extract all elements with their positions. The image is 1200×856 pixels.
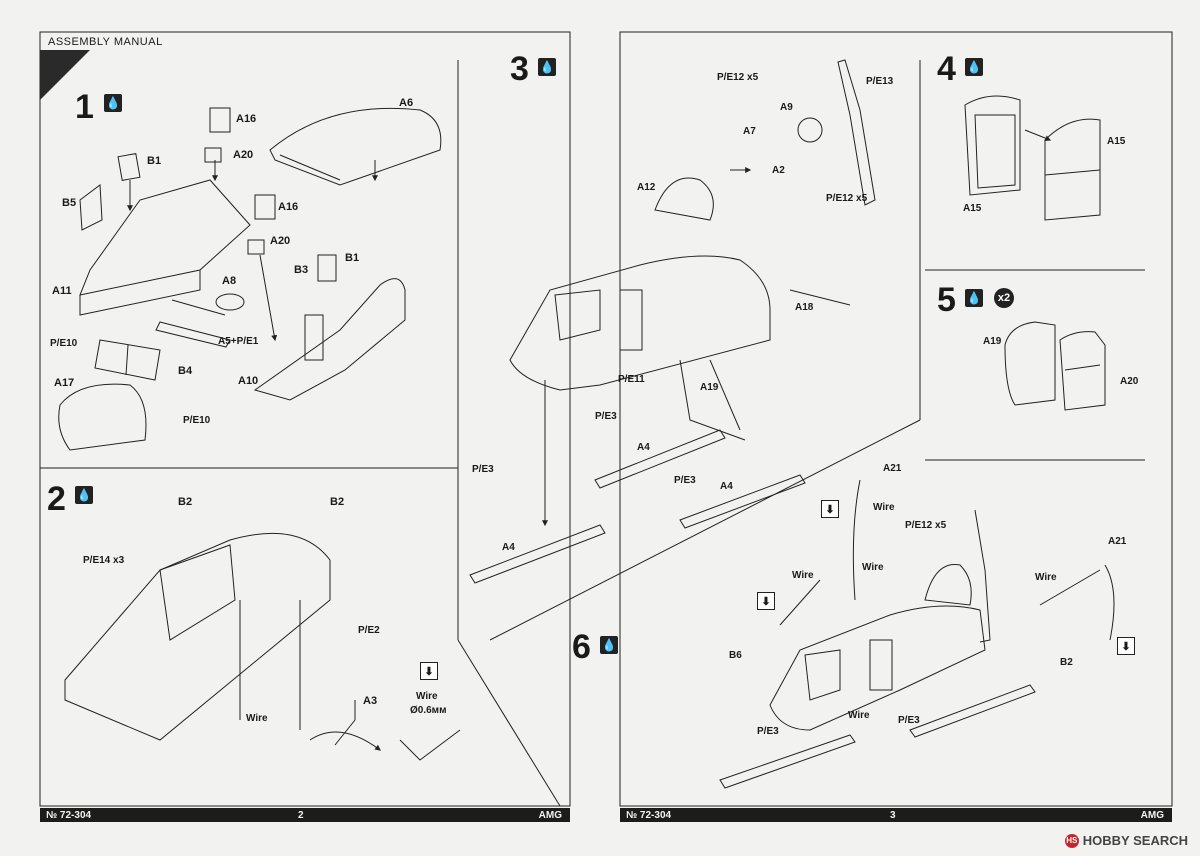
part-label: P/E3 [757, 726, 779, 737]
arrow-down-icon: ⬇ [821, 500, 839, 518]
part-label: A5+P/E1 [218, 336, 259, 347]
step4-parts [964, 95, 1101, 221]
step1-parts [58, 107, 442, 451]
step2-fuselage [64, 532, 461, 761]
step-6-number: 6 [572, 628, 591, 666]
repeat-badge: x2 [994, 288, 1014, 308]
part-label: A20 [270, 235, 291, 247]
glue-drop-icon: 💧 [965, 289, 983, 307]
footer-right: № 72-304 3 AMG [620, 808, 1172, 822]
part-label: Wire [862, 562, 884, 573]
part-label: A4 [502, 542, 515, 553]
step-3-number: 3 [510, 50, 529, 88]
part-label: P/E3 [595, 411, 617, 422]
part-label: B6 [729, 650, 742, 661]
part-label: B1 [147, 155, 162, 167]
part-label: A7 [743, 126, 756, 137]
part-label: P/E12 x5 [905, 520, 947, 531]
glue-drop-icon: 💧 [965, 58, 983, 76]
part-label: A20 [1120, 376, 1139, 387]
part-label: A10 [238, 375, 259, 387]
step-4-number: 4 [937, 50, 956, 88]
page-number: 2 [298, 809, 304, 821]
part-label: P/E12 x5 [717, 72, 759, 83]
part-label: A16 [278, 201, 299, 213]
page-number: 3 [890, 809, 896, 821]
footer-left: № 72-304 2 AMG [40, 808, 570, 822]
part-label: Wire [246, 713, 268, 724]
part-label: Wire [1035, 572, 1057, 583]
part-label: P/E3 [898, 715, 920, 726]
arrow-down-icon: ⬇ [757, 592, 775, 610]
part-label: P/E3 [674, 475, 696, 486]
arrow-down-icon: ⬇ [420, 662, 438, 680]
part-label: B1 [345, 252, 360, 264]
part-label: A3 [363, 695, 378, 707]
header-title: ASSEMBLY MANUAL [48, 36, 163, 48]
part-label: B4 [178, 365, 193, 377]
part-label: P/E13 [866, 76, 894, 87]
glue-drop-icon: 💧 [75, 486, 93, 504]
part-label: Wire [416, 691, 438, 702]
part-label: A17 [54, 377, 75, 389]
part-label: A9 [780, 102, 793, 113]
part-label: A16 [236, 113, 257, 125]
step6-assembly [719, 479, 1115, 789]
glue-drop-icon: 💧 [600, 636, 618, 654]
step5-parts [1004, 321, 1106, 411]
part-label: P/E11 [618, 374, 645, 385]
part-label: A18 [795, 302, 814, 313]
brand: AMG [538, 809, 562, 821]
part-label: A6 [399, 97, 414, 109]
part-label: A15 [963, 203, 982, 214]
part-label: B5 [62, 197, 77, 209]
part-label: B2 [1060, 657, 1073, 668]
part-label: A21 [883, 463, 902, 474]
part-label: A11 [52, 285, 72, 297]
part-label: Ø0.6мм [410, 705, 447, 716]
part-label: A20 [233, 149, 254, 161]
step-1-number: 1 [75, 88, 94, 126]
part-label: A15 [1107, 136, 1126, 147]
part-label: A21 [1108, 536, 1127, 547]
part-label: A4 [720, 481, 733, 492]
step3-parts [469, 59, 876, 584]
brand: AMG [1140, 809, 1164, 821]
watermark-text: HOBBY SEARCH [1082, 833, 1188, 848]
part-label: B3 [294, 264, 309, 276]
part-label: P/E14 x3 [83, 555, 125, 566]
catalog-number: № 72-304 [626, 809, 672, 821]
part-label: A2 [772, 165, 785, 176]
part-label: P/E10 [183, 415, 211, 426]
part-label: P/E12 x5 [826, 193, 868, 204]
part-label: P/E3 [472, 464, 494, 475]
part-label: A12 [637, 182, 656, 193]
watermark: HS HOBBY SEARCH [1064, 833, 1188, 848]
step-2-number: 2 [47, 480, 66, 518]
part-label: Wire [873, 502, 895, 513]
part-label: B2 [330, 496, 345, 508]
part-label: B2 [178, 496, 193, 508]
glue-drop-icon: 💧 [538, 58, 556, 76]
part-label: A4 [637, 442, 650, 453]
part-label: P/E2 [358, 625, 380, 636]
part-label: A19 [700, 382, 719, 393]
part-label: A19 [983, 336, 1002, 347]
part-label: P/E10 [50, 338, 78, 349]
part-label: Wire [792, 570, 814, 581]
hobby-search-logo-icon: HS [1064, 833, 1079, 848]
part-label: A8 [222, 275, 237, 287]
part-label: Wire [848, 710, 870, 721]
step-5-number: 5 [937, 281, 956, 319]
catalog-number: № 72-304 [46, 809, 92, 821]
glue-drop-icon: 💧 [104, 94, 122, 112]
arrow-down-icon: ⬇ [1117, 637, 1135, 655]
